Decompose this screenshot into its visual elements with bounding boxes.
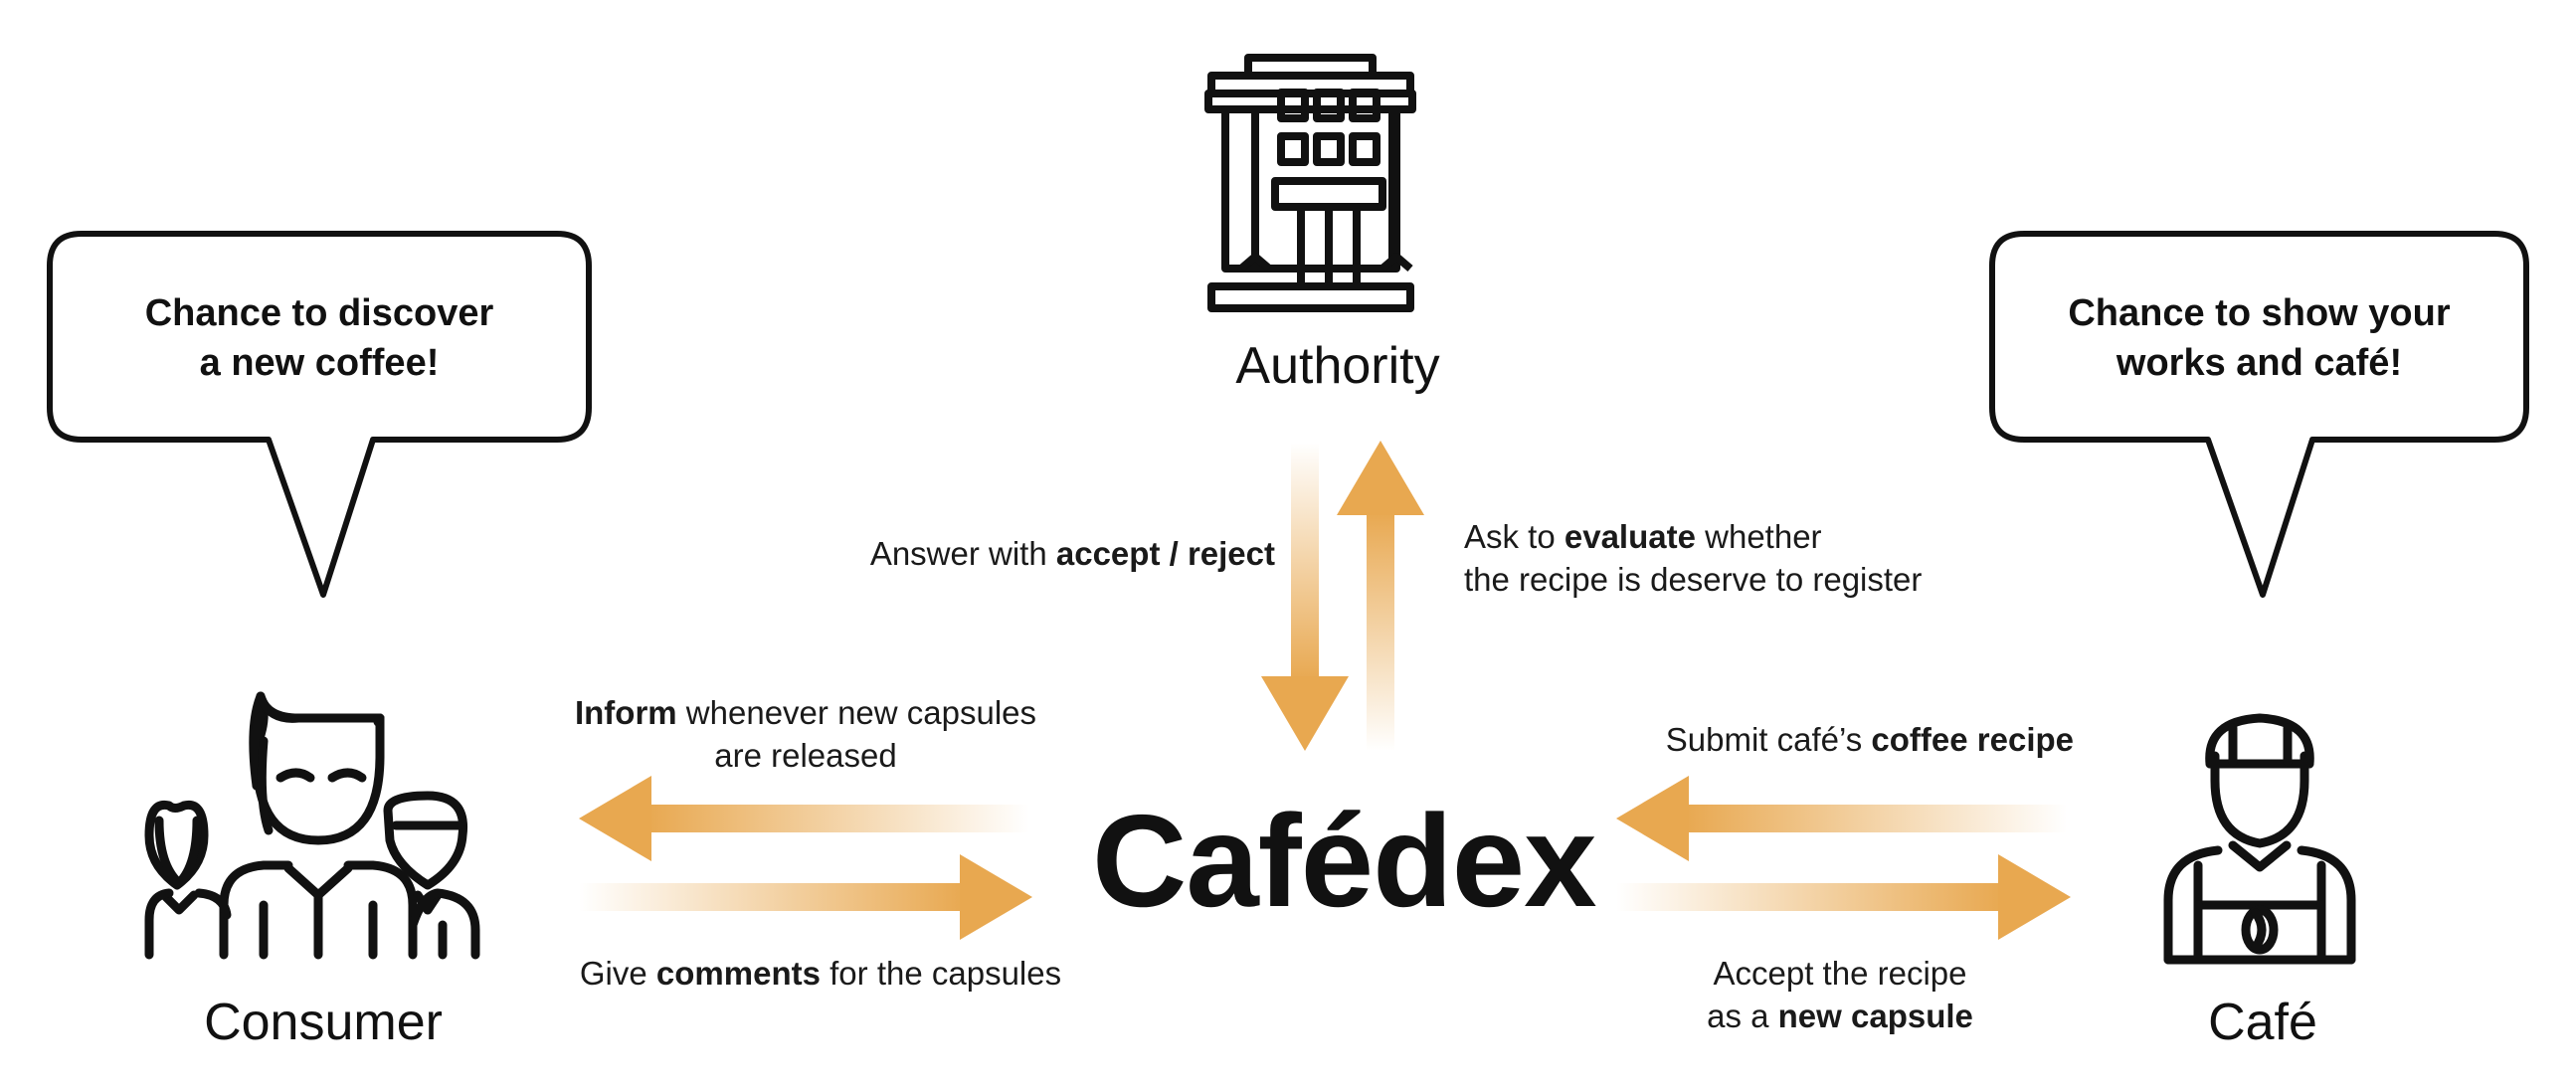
cafe-bubble-line1: Chance to show your [2068,292,2451,334]
label-authority-reply: Answer with accept / reject [818,532,1275,575]
cafe-bubble-line2: works and café! [2116,342,2403,384]
label-comments-bold: comments [655,955,821,992]
consumer-label: Consumer [204,994,443,1051]
consumer-bubble-line2: a new coffee! [199,342,440,384]
consumer-bubble-line1: Chance to discover [144,292,494,334]
authority-label: Authority [1235,337,1440,395]
arrow-left-inform [579,776,1029,861]
arrow-left-submit [1616,776,2067,861]
label-ask-evaluate-post: whether [1695,518,1822,555]
speech-bubble-cafe [1989,231,2529,598]
cafe-bubble-text: Chance to show your works and café! [1994,288,2524,388]
label-accept-bold2: new capsule [1777,998,1973,1034]
label-comments: Give comments for the capsules [537,952,1104,995]
label-inform: Inform whenever new capsules are release… [537,691,1074,777]
label-authority-reply-bold: accept / reject [1055,535,1275,572]
label-submit-bold: coffee recipe [1871,721,2074,758]
label-inform-bold: Inform [574,694,677,731]
label-submit-pre: Submit café’s [1665,721,1872,758]
cafe-label: Café [2208,994,2317,1051]
building-icon [1204,54,1416,312]
people-group-icon [144,691,480,960]
label-accept-line1: Accept the recipe [1713,955,1967,992]
arrow-right-comments [579,854,1032,940]
label-ask-evaluate-bold: evaluate [1564,518,1696,555]
speech-bubble-consumer [47,231,592,598]
arrow-right-accept [1616,854,2071,940]
label-comments-post: for the capsules [820,955,1062,992]
label-ask-evaluate-pre: Ask to [1464,518,1564,555]
label-inform-post: whenever new capsules [676,694,1037,731]
consumer-bubble-text: Chance to discover a new coffee! [52,288,587,388]
arrow-up-ask-evaluate [1337,441,1424,751]
label-authority-reply-pre: Answer with [869,535,1056,572]
label-submit: Submit café’s coffee recipe [1611,718,2074,761]
label-ask-evaluate-line2: the recipe is deserve to register [1464,561,1923,598]
label-accept-pre2: as a [1707,998,1778,1034]
arrow-down-authority-reply [1261,443,1349,751]
label-accept: Accept the recipe as a new capsule [1631,952,2049,1037]
label-inform-line2: are released [714,737,897,774]
label-comments-pre: Give [579,955,656,992]
barista-icon [2163,713,2356,965]
label-ask-evaluate: Ask to evaluate whether the recipe is de… [1464,515,2021,601]
brand-logo: Cafédex [1092,788,1597,934]
